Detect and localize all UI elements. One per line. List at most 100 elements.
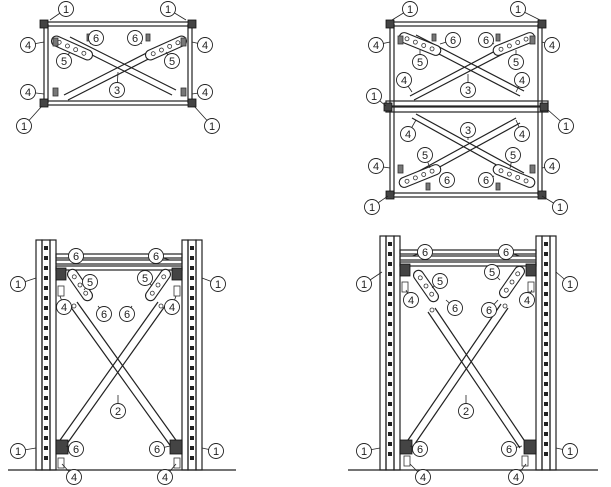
callout-circle: [508, 469, 524, 485]
callout-circle: [127, 30, 143, 46]
callout-four: 4: [20, 84, 45, 100]
callout-six: 6: [65, 441, 84, 457]
callout-four: 4: [514, 72, 530, 93]
callout-number: 5: [87, 277, 93, 289]
callout-circle: [10, 443, 26, 459]
callout-number: 1: [361, 446, 367, 458]
callout-circle: [478, 172, 494, 188]
callout-six: 6: [411, 244, 433, 260]
callout-circle: [368, 37, 384, 53]
callout-number: 4: [549, 161, 555, 173]
callout-number: 5: [513, 57, 519, 69]
callout-five: 5: [412, 50, 428, 70]
callout-circle: [208, 443, 224, 459]
callout-one: 1: [16, 105, 43, 134]
callout-number: 5: [489, 267, 495, 279]
callout-number: 1: [15, 279, 21, 291]
callout-number: 1: [567, 279, 573, 291]
callout-circle: [478, 32, 494, 48]
callout-number: 6: [101, 309, 107, 321]
callout-circle: [510, 1, 526, 17]
callout-circle: [356, 276, 372, 292]
callout-number: 4: [71, 472, 77, 484]
callout-circle: [197, 84, 213, 100]
callout-six: 6: [501, 441, 523, 457]
callout-number: 1: [21, 121, 27, 133]
callout-circle: [508, 54, 524, 70]
callout-number: 1: [407, 4, 413, 16]
callout-five: 5: [505, 147, 521, 169]
callout-number: 4: [202, 87, 208, 99]
callout-circle: [96, 306, 112, 322]
callout-number: 1: [209, 121, 215, 133]
callout-circle: [16, 118, 32, 134]
callout-number: 4: [373, 40, 379, 52]
callout-circle: [562, 276, 578, 292]
callout-one: 1: [547, 109, 574, 134]
callout-circle: [412, 54, 428, 70]
callout-six: 6: [445, 299, 463, 316]
callout-circle: [20, 37, 36, 53]
callout-circle: [417, 244, 433, 260]
callout-circle: [544, 37, 560, 53]
callout-circle: [88, 30, 104, 46]
callout-number: 1: [557, 202, 563, 214]
callout-four: 4: [403, 289, 419, 308]
callout-number: 4: [401, 75, 407, 87]
callout-circle: [417, 147, 433, 163]
callout-number: 1: [563, 121, 569, 133]
callout-one: 1: [510, 1, 541, 21]
callout-number: 6: [153, 251, 159, 263]
callout-five: 5: [508, 50, 524, 70]
callout-circle: [164, 299, 180, 315]
callout-circle: [432, 273, 448, 289]
callout-four: 4: [409, 463, 431, 485]
callout-one: 1: [555, 271, 578, 292]
callout-circle: [58, 1, 74, 17]
callout-number: 1: [567, 446, 573, 458]
callout-one: 1: [391, 1, 418, 21]
panel-top-left-single-bay: [39, 19, 197, 108]
callout-four: 4: [541, 37, 560, 53]
callout-six: 6: [439, 172, 455, 188]
callout-number: 6: [73, 251, 79, 263]
callout-number: 5: [142, 273, 148, 285]
callout-number: 4: [373, 161, 379, 173]
callout-circle: [68, 441, 84, 457]
callout-circle: [66, 469, 82, 485]
callout-four: 4: [191, 84, 213, 100]
callout-circle: [110, 403, 126, 419]
callout-six: 6: [481, 299, 499, 318]
callout-circle: [412, 441, 428, 457]
callout-circle: [498, 244, 514, 260]
callout-number: 6: [450, 35, 456, 47]
callout-circle: [119, 306, 135, 322]
callout-one: 1: [193, 105, 220, 134]
callout-number: 6: [503, 247, 509, 259]
callout-six: 6: [68, 248, 84, 264]
callout-four: 4: [396, 72, 413, 93]
callout-number: 3: [114, 85, 120, 97]
callout-circle: [481, 302, 497, 318]
callout-two: 2: [110, 395, 126, 419]
callout-number: 4: [169, 302, 175, 314]
callout-number: 6: [417, 444, 423, 456]
callout-circle: [505, 147, 521, 163]
callout-circle: [10, 276, 26, 292]
callout-one: 1: [555, 443, 578, 459]
callout-circle: [558, 118, 574, 134]
callout-number: 5: [417, 57, 423, 69]
callout-number: 6: [73, 444, 79, 456]
callout-circle: [403, 292, 419, 308]
callout-number: 5: [437, 276, 443, 288]
callout-circle: [82, 274, 98, 290]
callout-number: 3: [465, 85, 471, 97]
callout-circle: [519, 292, 535, 308]
callout-number: 1: [63, 4, 69, 16]
callout-number: 4: [524, 295, 530, 307]
callout-six: 6: [127, 30, 143, 46]
callout-five: 5: [164, 51, 180, 69]
callout-four: 4: [61, 463, 82, 485]
